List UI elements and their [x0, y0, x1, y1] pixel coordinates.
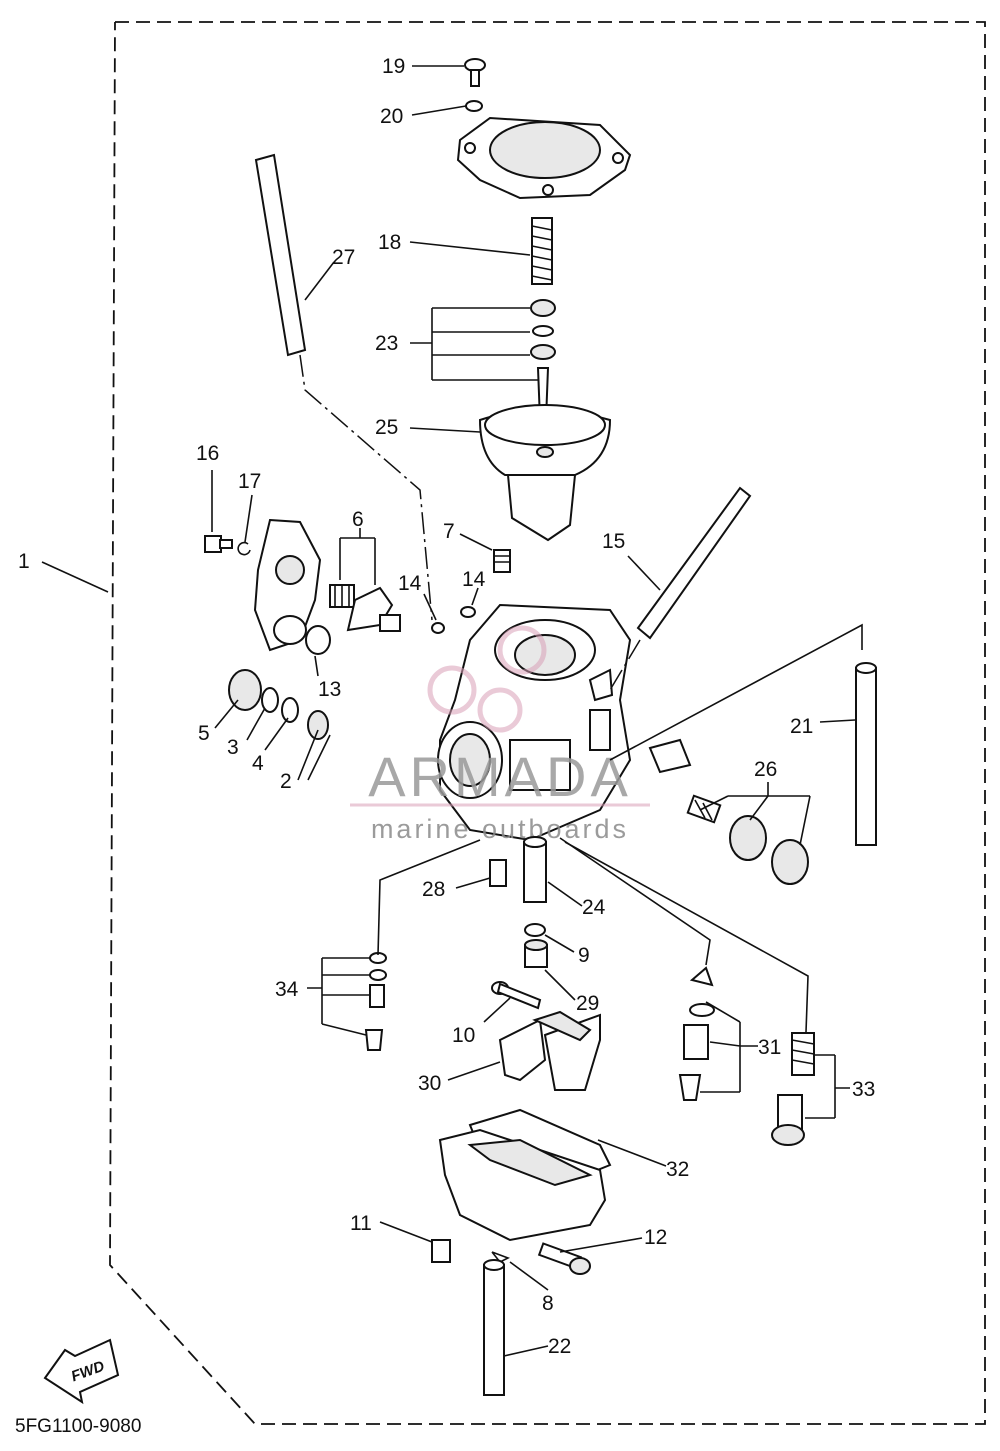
callout-23: 23	[375, 332, 398, 355]
part-screw-16	[204, 535, 233, 553]
assembly-boundary	[109, 21, 986, 1425]
callout-34: 34	[275, 978, 299, 1001]
callout-13: 13	[318, 678, 341, 701]
callout-12: 12	[644, 1226, 667, 1249]
callout-6: 6	[352, 508, 364, 531]
callout-30: 30	[418, 1072, 441, 1095]
callout-21: 21	[790, 715, 813, 738]
callout-25: 25	[375, 416, 398, 439]
callout-labels: 1 2 3 4 5 6 7 8 9 10 11 12 13 14 14 15 1…	[18, 55, 875, 1358]
callout-31: 31	[758, 1036, 781, 1059]
part-washer-9	[524, 923, 546, 937]
callout-27: 27	[332, 246, 355, 269]
callout-2: 2	[280, 770, 292, 793]
callout-33: 33	[852, 1078, 875, 1101]
part-clip-8	[491, 1251, 510, 1264]
part-hose-22	[483, 1259, 505, 1396]
callout-1: 1	[18, 550, 30, 573]
part-jet-7	[493, 549, 511, 573]
callout-32: 32	[666, 1158, 689, 1181]
part-top-cap	[456, 116, 632, 200]
watermark-brand: ARMADA	[368, 745, 632, 808]
callout-15: 15	[602, 530, 625, 553]
callout-4: 4	[252, 752, 264, 775]
callout-9: 9	[578, 944, 590, 967]
part-cover-plate	[253, 518, 322, 652]
part-hose-15	[636, 486, 752, 640]
part-spring-18	[531, 217, 553, 285]
part-set-33	[771, 1032, 815, 1146]
watermark-tagline: marine outboards	[371, 814, 629, 844]
callout-17: 17	[238, 470, 261, 493]
part-clip-17	[237, 541, 251, 556]
callout-7: 7	[443, 520, 455, 543]
part-float-30	[498, 1010, 601, 1091]
callout-22: 22	[548, 1335, 571, 1358]
diagram-code: 5FG1100-9080	[15, 1416, 141, 1437]
part-screw-19	[464, 58, 486, 87]
callout-14a: 14	[398, 572, 422, 595]
part-spring-6	[329, 584, 401, 632]
part-pin-10	[491, 981, 542, 1010]
leader-lines	[41, 65, 856, 1357]
callout-10: 10	[452, 1024, 475, 1047]
callout-14b: 14	[462, 568, 486, 591]
part-oring-13	[305, 625, 331, 655]
callout-29: 29	[576, 992, 599, 1015]
part-screw-12	[537, 1242, 591, 1275]
part-clip-14a	[431, 622, 445, 634]
callout-3: 3	[227, 736, 239, 759]
callout-8: 8	[542, 1292, 554, 1315]
callout-26: 26	[754, 758, 777, 781]
part-washer-20	[465, 100, 483, 112]
part-washer-3	[261, 687, 279, 713]
callout-28: 28	[422, 878, 445, 901]
part-set-34	[364, 952, 387, 1051]
part-oring-14b	[460, 606, 476, 618]
callout-16: 16	[196, 442, 219, 465]
part-group-26	[648, 738, 809, 885]
fwd-arrow-icon	[43, 1338, 120, 1405]
watermark-logo	[350, 625, 650, 807]
part-needle-jet-24	[523, 836, 547, 903]
part-set-31	[678, 966, 715, 1101]
callout-18: 18	[378, 231, 401, 254]
part-screw-28	[489, 859, 507, 887]
callout-5: 5	[198, 722, 210, 745]
part-jet-29	[524, 939, 548, 968]
callout-19: 19	[382, 55, 405, 78]
part-diaphragm-25	[478, 404, 612, 542]
part-hose-27	[254, 153, 307, 357]
callout-24: 24	[582, 896, 606, 919]
part-washer-2	[307, 710, 329, 740]
part-screw-11	[431, 1239, 451, 1263]
part-float-bowl	[438, 1128, 607, 1242]
callout-11: 11	[350, 1212, 372, 1235]
part-hose-21	[855, 667, 877, 846]
callout-20: 20	[380, 105, 403, 128]
part-washer-4	[281, 697, 299, 723]
